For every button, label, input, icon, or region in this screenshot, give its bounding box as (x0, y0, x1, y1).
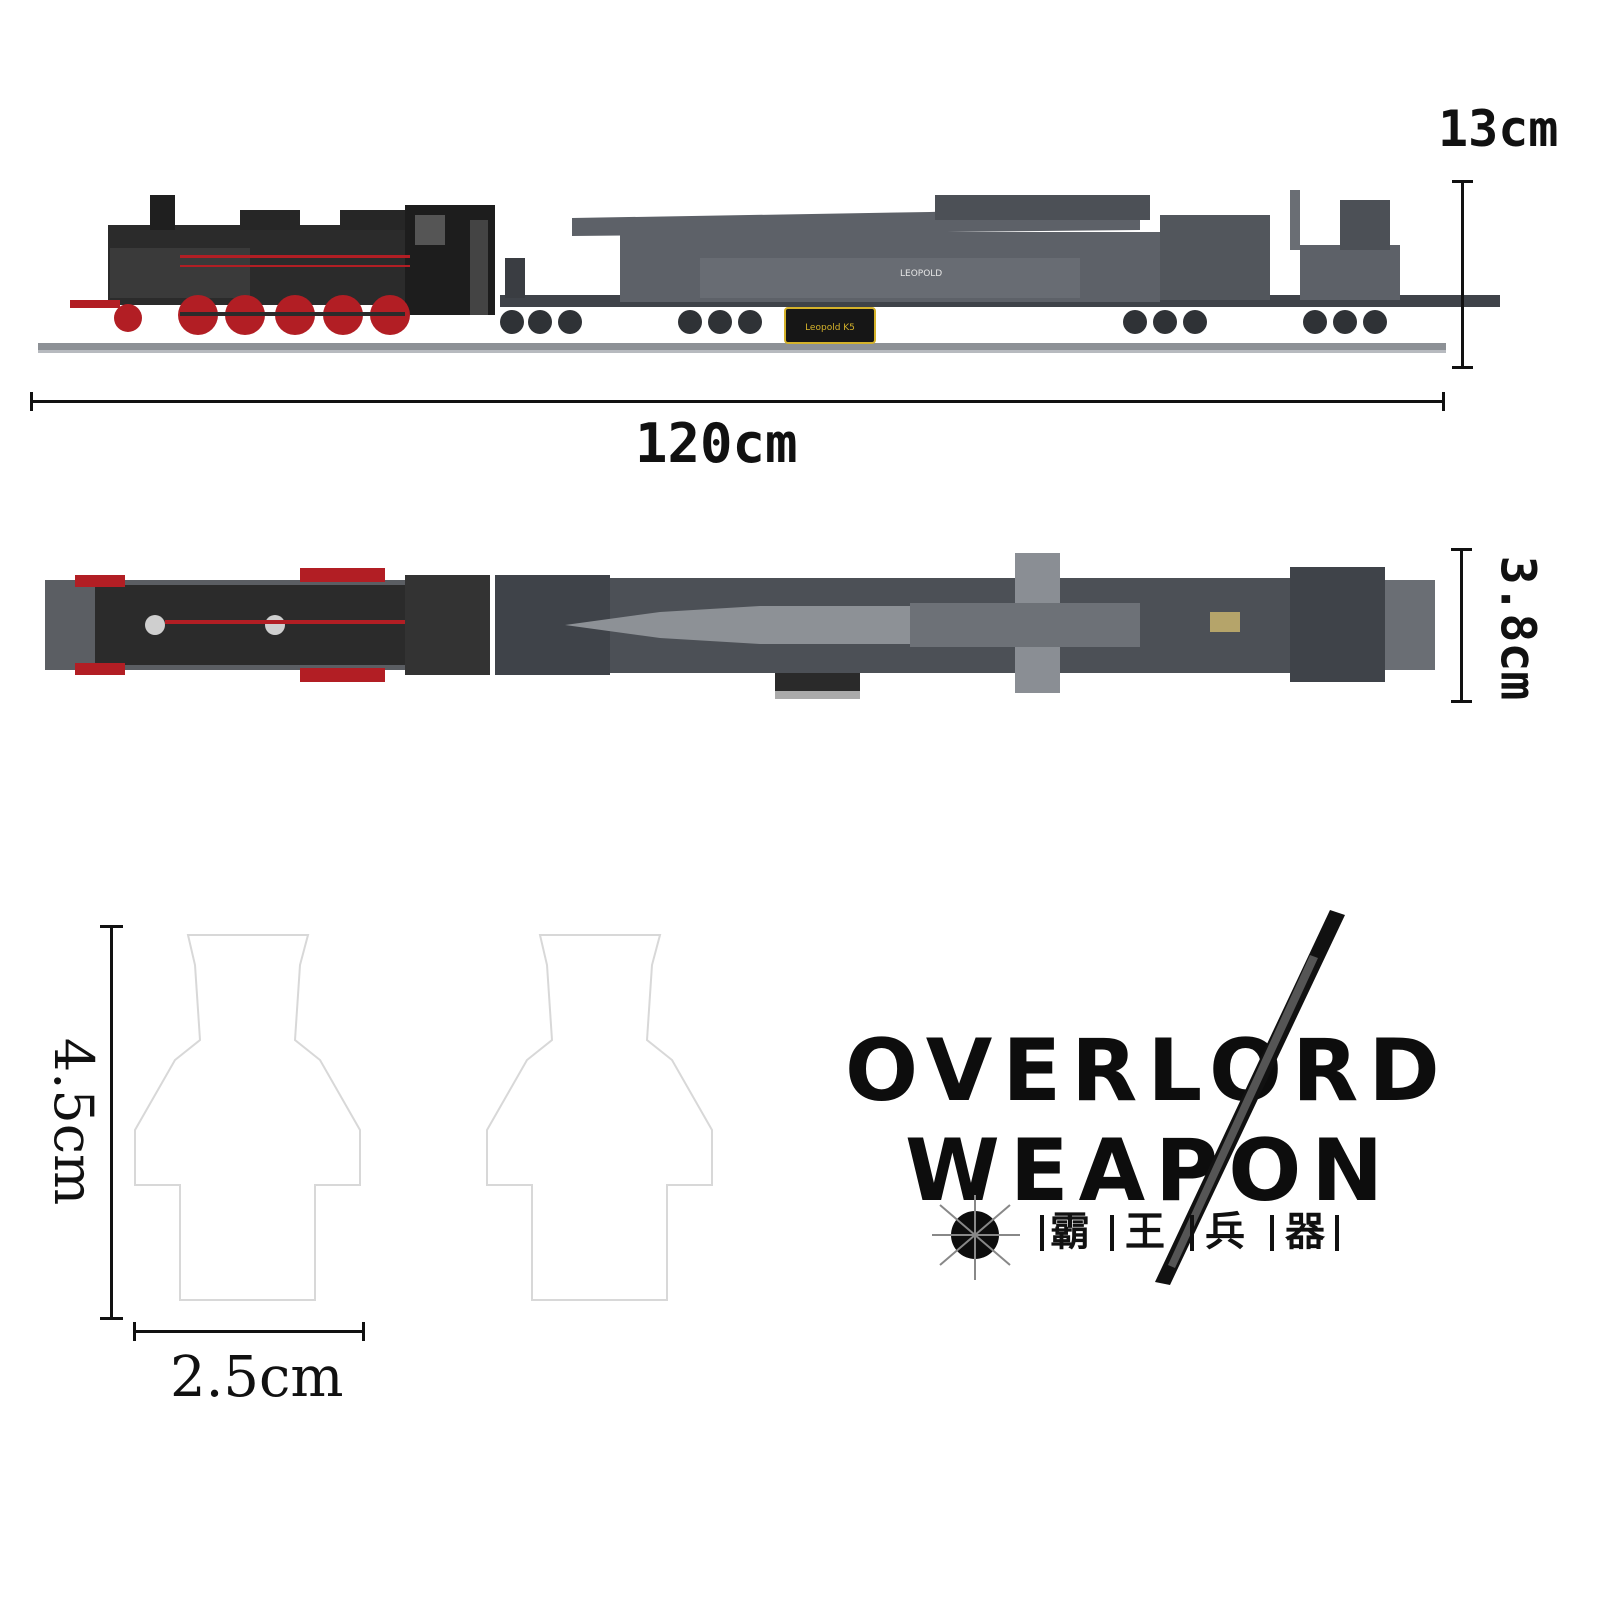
length-dimension-label: 120cm (635, 412, 798, 475)
gun-car-label: LEOPOLD (900, 269, 942, 279)
locomotive-side (70, 195, 495, 315)
width-dimension-tick-top (1451, 548, 1472, 551)
overlord-weapon-logo: OVERLORD WEAPON 霸 王 兵 器 (845, 910, 1450, 1285)
gun-car-side: LEOPOLD (500, 190, 1500, 307)
minifigure-outline-left (134, 934, 361, 1301)
length-dimension-line (30, 400, 1445, 403)
width-dimension-tick-bottom (1451, 700, 1472, 703)
figure-height-label: 4.5cm (42, 1037, 106, 1206)
logo-line1: OVERLORD (845, 1021, 1450, 1121)
logo-cn-1: 霸 (1050, 1209, 1090, 1255)
figure-width-label: 2.5cm (170, 1345, 344, 1410)
name-plate: Leopold K5 (784, 307, 876, 344)
width-dimension-line (1460, 548, 1463, 703)
plate-label: Leopold K5 (805, 323, 855, 333)
figure-height-tick-bottom (100, 1317, 123, 1320)
logo-cn-2: 王 (1125, 1209, 1165, 1255)
figure-width-tick-left (133, 1322, 136, 1341)
height-dimension-line (1461, 180, 1464, 368)
height-dimension-label: 13cm (1438, 100, 1559, 158)
figure-height-line (110, 925, 113, 1320)
logo-cn-4: 器 (1285, 1209, 1326, 1255)
figure-width-tick-right (362, 1322, 365, 1341)
train-top-view (45, 553, 1435, 699)
height-dimension-tick-top (1452, 180, 1473, 183)
figure-height-tick-top (100, 925, 123, 928)
gun-car-wheels (500, 310, 1387, 334)
bullet-hole-icon (932, 1195, 1020, 1280)
length-dimension-tick-right (1442, 392, 1445, 411)
locomotive-wheels (114, 295, 410, 335)
logo-line2: WEAPON (905, 1121, 1393, 1221)
logo-cn-3: 兵 (1205, 1209, 1245, 1255)
minifigure-outline-right (486, 934, 713, 1301)
height-dimension-tick-bottom (1452, 366, 1473, 369)
rail-track (38, 343, 1446, 350)
length-dimension-tick-left (30, 392, 33, 411)
width-dimension-label: 3.8cm (1489, 555, 1546, 701)
figure-width-line (133, 1330, 365, 1333)
